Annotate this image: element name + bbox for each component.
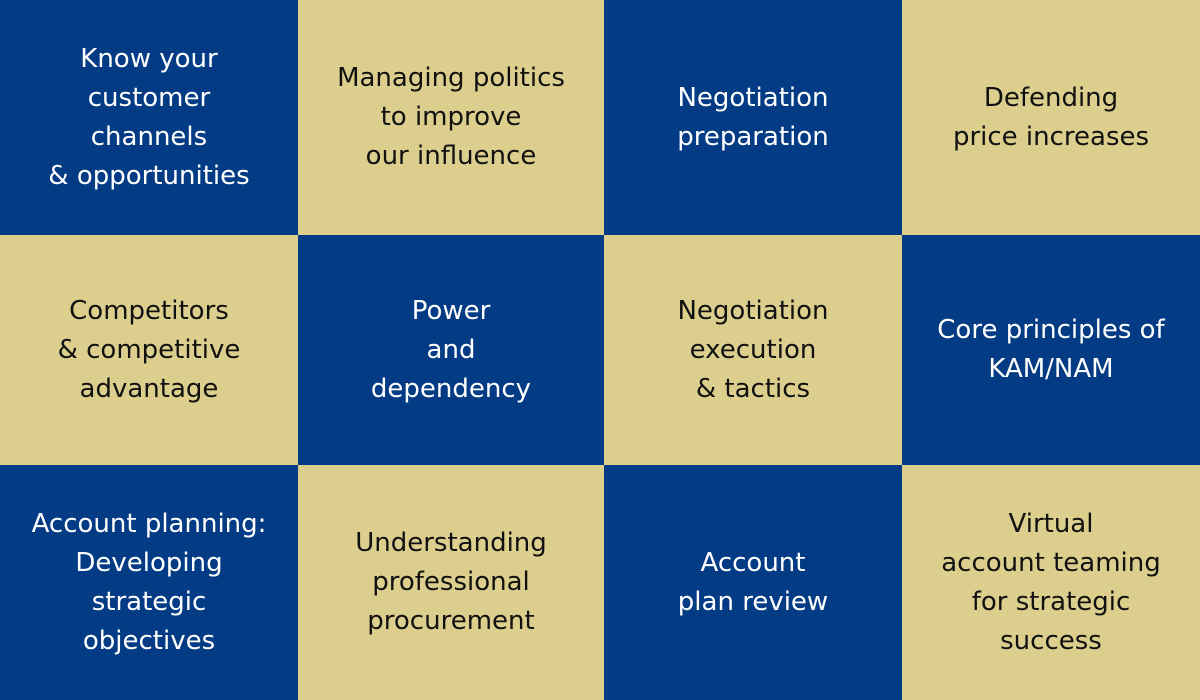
tile-label: Understanding professional procurement bbox=[355, 528, 547, 636]
tile-label: Power and dependency bbox=[370, 295, 532, 404]
tile-account-planning: Account planning: Developing strategic o… bbox=[0, 465, 298, 700]
tile-virtual-account-teaming: Virtual account teaming for strategic su… bbox=[902, 465, 1200, 700]
tile-label: Account planning: Developing strategic o… bbox=[31, 508, 267, 656]
tile-core-principles: Core principles of KAM/NAM bbox=[902, 235, 1200, 465]
tile-account-plan-review: Account plan review bbox=[604, 465, 902, 700]
tile-understanding-procurement: Understanding professional procurement bbox=[298, 465, 604, 700]
tile-know-your-customer: Know your customer channels & opportunit… bbox=[0, 0, 298, 235]
tile-label: Know your customer channels & opportunit… bbox=[48, 43, 250, 191]
tile-power-dependency: Power and dependency bbox=[298, 235, 604, 465]
tile-defending-price-increases: Defending price increases bbox=[902, 0, 1200, 235]
tile-label: Negotiation execution & tactics bbox=[677, 295, 829, 404]
tile-negotiation-execution: Negotiation execution & tactics bbox=[604, 235, 902, 465]
tile-label: Negotiation preparation bbox=[677, 82, 829, 152]
tile-label: Competitors & competitive advantage bbox=[57, 295, 241, 404]
tile-negotiation-preparation: Negotiation preparation bbox=[604, 0, 902, 235]
tile-label: Virtual account teaming for strategic su… bbox=[941, 508, 1161, 656]
tile-managing-politics: Managing politics to improve our influen… bbox=[298, 0, 604, 235]
tile-label: Account plan review bbox=[677, 547, 829, 617]
tile-label: Defending price increases bbox=[952, 82, 1150, 152]
tile-label: Core principles of KAM/NAM bbox=[937, 315, 1165, 384]
tile-competitors: Competitors & competitive advantage bbox=[0, 235, 298, 465]
tile-label: Managing politics to improve our influen… bbox=[337, 63, 565, 171]
